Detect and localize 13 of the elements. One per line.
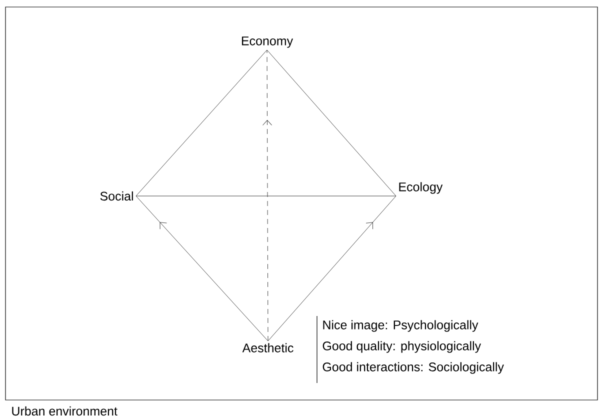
note-text: Good quality: physiologically [322,341,482,353]
node-label: Urban environment [12,406,118,416]
note-text: Good interactions: Sociologically [322,362,504,374]
note-text: Nice image: Psychologically [323,320,478,332]
vertex-label: Social [100,191,133,201]
connector-line [268,196,396,342]
connector-line [262,50,272,342]
vertex-label: Economy [242,36,294,48]
vertex-label: Ecology [399,182,443,194]
connector-line [136,196,268,342]
connector-line [266,50,396,196]
vertex-label: Aesthetic [242,343,294,352]
connector-line [136,50,268,196]
